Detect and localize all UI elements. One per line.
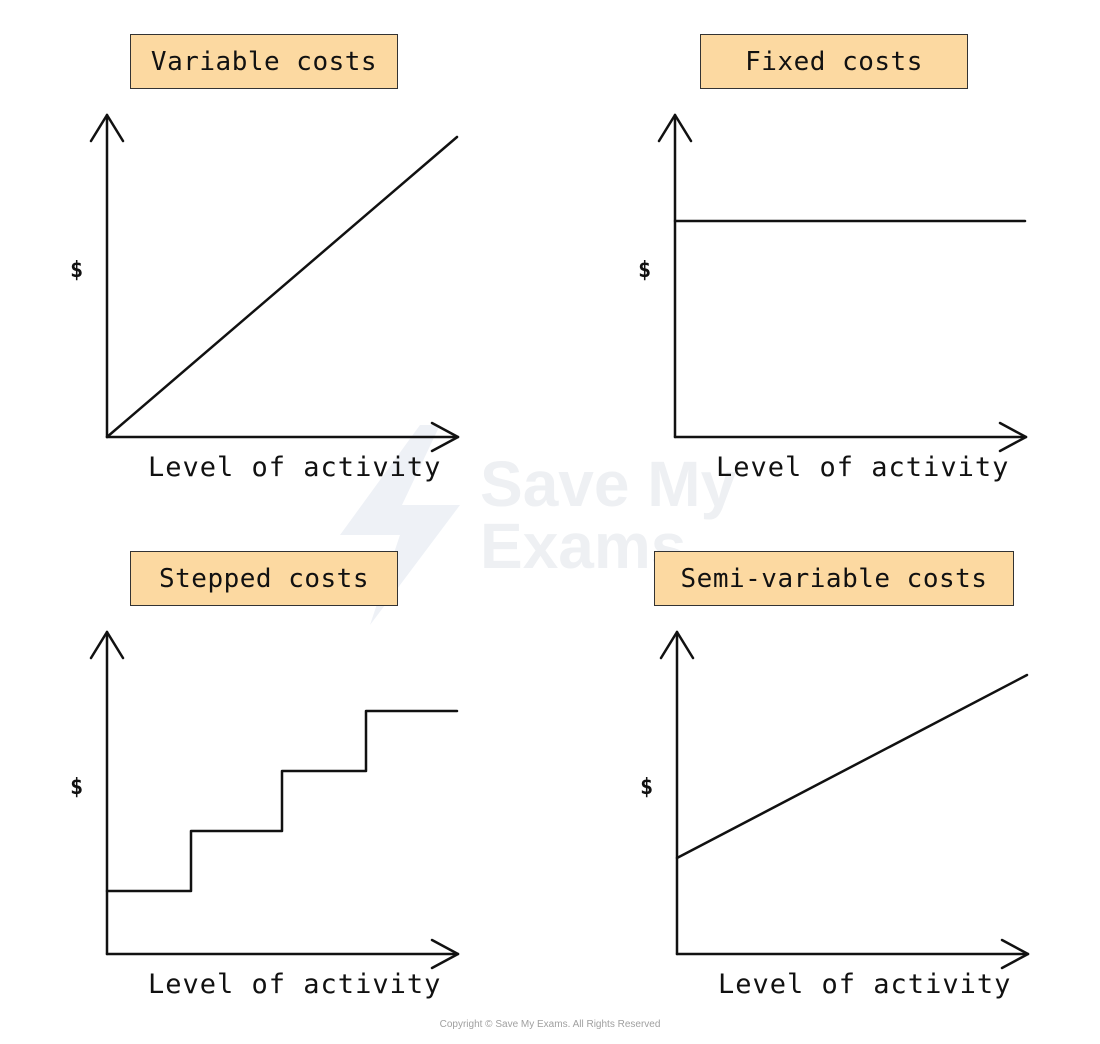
x-axis-label: Level of activity xyxy=(716,452,1010,483)
cost-line xyxy=(105,709,459,893)
chart-svg xyxy=(659,630,1030,970)
copyright-notice: Copyright © Save My Exams. All Rights Re… xyxy=(439,1019,661,1030)
y-axis-arrowhead xyxy=(89,630,125,660)
cost-line xyxy=(105,135,459,439)
y-axis-arrowhead xyxy=(89,113,125,143)
semi-variable-costs-chart: Semi-variable costs $ Level of activity xyxy=(570,517,1100,1034)
x-axis-arrowhead xyxy=(430,421,460,453)
y-axis-arrowhead xyxy=(659,630,695,660)
chart-svg xyxy=(89,630,460,970)
x-axis-arrowhead xyxy=(998,421,1028,453)
x-axis-label: Level of activity xyxy=(148,452,442,483)
cost-line xyxy=(675,673,1029,860)
chart-title: Stepped costs xyxy=(130,551,398,606)
y-axis-label: $ xyxy=(70,775,84,800)
x-axis-label: Level of activity xyxy=(148,969,442,1000)
y-axis-label: $ xyxy=(640,775,654,800)
chart-title: Fixed costs xyxy=(700,34,968,89)
y-axis-arrowhead xyxy=(657,113,693,143)
x-axis-arrowhead xyxy=(1000,938,1030,970)
chart-svg xyxy=(89,113,460,453)
y-axis-label: $ xyxy=(70,258,84,283)
chart-title: Semi-variable costs xyxy=(654,551,1014,606)
x-axis-label: Level of activity xyxy=(718,969,1012,1000)
y-axis-label: $ xyxy=(638,258,652,283)
fixed-costs-chart: Fixed costs $ Level of activity xyxy=(568,0,1100,517)
x-axis-arrowhead xyxy=(430,938,460,970)
chart-title: Variable costs xyxy=(130,34,398,89)
stepped-costs-chart: Stepped costs $ Level of activity xyxy=(0,517,550,1034)
variable-costs-chart: Variable costs $ Level of activity xyxy=(0,0,550,517)
chart-svg xyxy=(657,113,1028,453)
